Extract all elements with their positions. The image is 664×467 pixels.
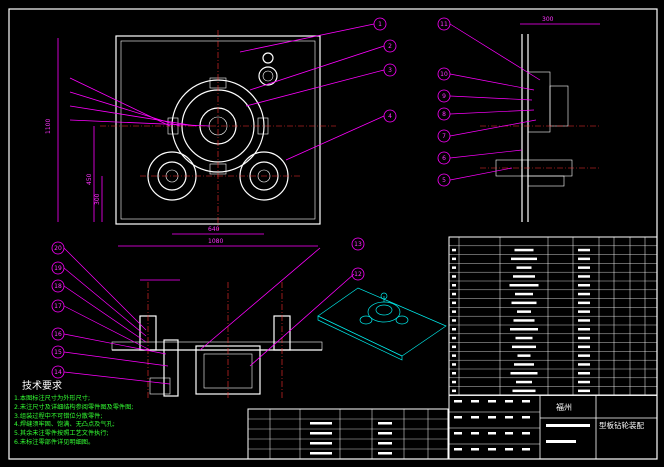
bottom-balloon-5: 16 bbox=[51, 327, 65, 341]
tech-line-5: 5.其余未注零件按照工艺文件执行; bbox=[14, 430, 109, 438]
svg-text:5: 5 bbox=[442, 177, 446, 184]
svg-text:7: 7 bbox=[442, 133, 446, 140]
title-block: 福州 型板钻轮装配 bbox=[448, 394, 658, 460]
svg-text:6: 6 bbox=[442, 155, 446, 162]
bottom-balloons: 20 19 18 17 16 15 14 13 12 bbox=[51, 237, 365, 379]
svg-text:12: 12 bbox=[354, 271, 362, 278]
dim-front-width-inner: 640 bbox=[208, 226, 220, 233]
svg-text:15: 15 bbox=[54, 349, 62, 356]
dim-side-width: 300 bbox=[542, 16, 554, 23]
bottom-balloon-6: 15 bbox=[51, 345, 65, 359]
revision-table bbox=[247, 408, 449, 460]
svg-text:8: 8 bbox=[442, 111, 446, 118]
side-balloon-4: 8 bbox=[437, 107, 451, 121]
side-balloon-2: 10 bbox=[437, 67, 451, 81]
tech-line-1: 1.本图标注尺寸为外形尺寸; bbox=[14, 395, 91, 402]
svg-text:13: 13 bbox=[354, 241, 362, 248]
svg-text:4: 4 bbox=[388, 113, 392, 120]
front-balloon-4: 4 bbox=[383, 109, 397, 123]
front-balloon-2: 2 bbox=[383, 39, 397, 53]
bottom-balloon-8: 13 bbox=[351, 237, 365, 251]
side-view: 300 11 10 9 8 7 6 5 bbox=[437, 16, 600, 222]
svg-text:1: 1 bbox=[378, 21, 382, 28]
technical-requirements: 技术要求 1.本图标注尺寸为外形尺寸; 2.未注尺寸及详细结构参阅零件图及零件图… bbox=[14, 377, 244, 448]
svg-text:9: 9 bbox=[442, 93, 446, 100]
title-block-cells bbox=[454, 400, 590, 451]
front-balloon-3: 3 bbox=[383, 63, 397, 77]
front-balloons: 1 2 3 4 bbox=[373, 17, 397, 123]
tech-line-6: 6.未标注零部件详见明细图。 bbox=[14, 438, 95, 446]
side-balloons: 11 10 9 8 7 6 5 bbox=[437, 17, 451, 187]
svg-text:10: 10 bbox=[440, 71, 448, 78]
svg-text:14: 14 bbox=[54, 369, 62, 376]
svg-text:3: 3 bbox=[388, 67, 392, 74]
tech-line-4: 4.焊缝须牢固、饱满、无凸点及气孔; bbox=[14, 421, 115, 429]
side-leaders bbox=[449, 23, 541, 181]
svg-text:16: 16 bbox=[54, 331, 62, 338]
bottom-leaders bbox=[63, 247, 171, 385]
side-balloon-1: 11 bbox=[437, 17, 451, 31]
front-view: 1100 450 300 640 1080 1 2 3 4 bbox=[45, 17, 397, 247]
company-mark: 福州 bbox=[556, 403, 572, 412]
side-balloon-3: 9 bbox=[437, 89, 451, 103]
svg-text:17: 17 bbox=[54, 303, 62, 310]
side-balloon-6: 6 bbox=[437, 151, 451, 165]
dim-front-mid-2: 300 bbox=[94, 193, 101, 205]
bottom-balloon-1: 20 bbox=[51, 241, 65, 255]
bottom-balloon-4: 17 bbox=[51, 299, 65, 313]
parts-list-table bbox=[448, 236, 658, 396]
svg-text:2: 2 bbox=[388, 43, 392, 50]
tech-line-2: 2.未注尺寸及详细结构参阅零件图及零件图; bbox=[14, 403, 134, 411]
svg-text:19: 19 bbox=[54, 265, 62, 272]
bottom-balloon-7: 14 bbox=[51, 365, 65, 379]
svg-text:20: 20 bbox=[54, 245, 62, 252]
tech-requirements-heading: 技术要求 bbox=[22, 381, 62, 392]
bottom-balloon-9: 12 bbox=[351, 267, 365, 281]
svg-text:18: 18 bbox=[54, 283, 62, 290]
dim-front-height: 1100 bbox=[45, 119, 52, 134]
bottom-view: 20 19 18 17 16 15 14 13 12 bbox=[51, 237, 365, 398]
dim-front-width-outer: 1080 bbox=[208, 238, 223, 245]
bottom-balloon-2: 19 bbox=[51, 261, 65, 275]
side-balloon-5: 7 bbox=[437, 129, 451, 143]
bottom-balloon-3: 18 bbox=[51, 279, 65, 293]
front-balloon-1: 1 bbox=[373, 17, 387, 31]
drawing-title: 型板钻轮装配 bbox=[599, 420, 644, 430]
isometric-view bbox=[317, 287, 447, 361]
dim-front-mid-1: 450 bbox=[86, 173, 93, 185]
tech-line-3: 3.组装过程中不可错位分散零件; bbox=[14, 412, 103, 420]
svg-text:11: 11 bbox=[440, 21, 448, 28]
side-balloon-7: 5 bbox=[437, 173, 451, 187]
